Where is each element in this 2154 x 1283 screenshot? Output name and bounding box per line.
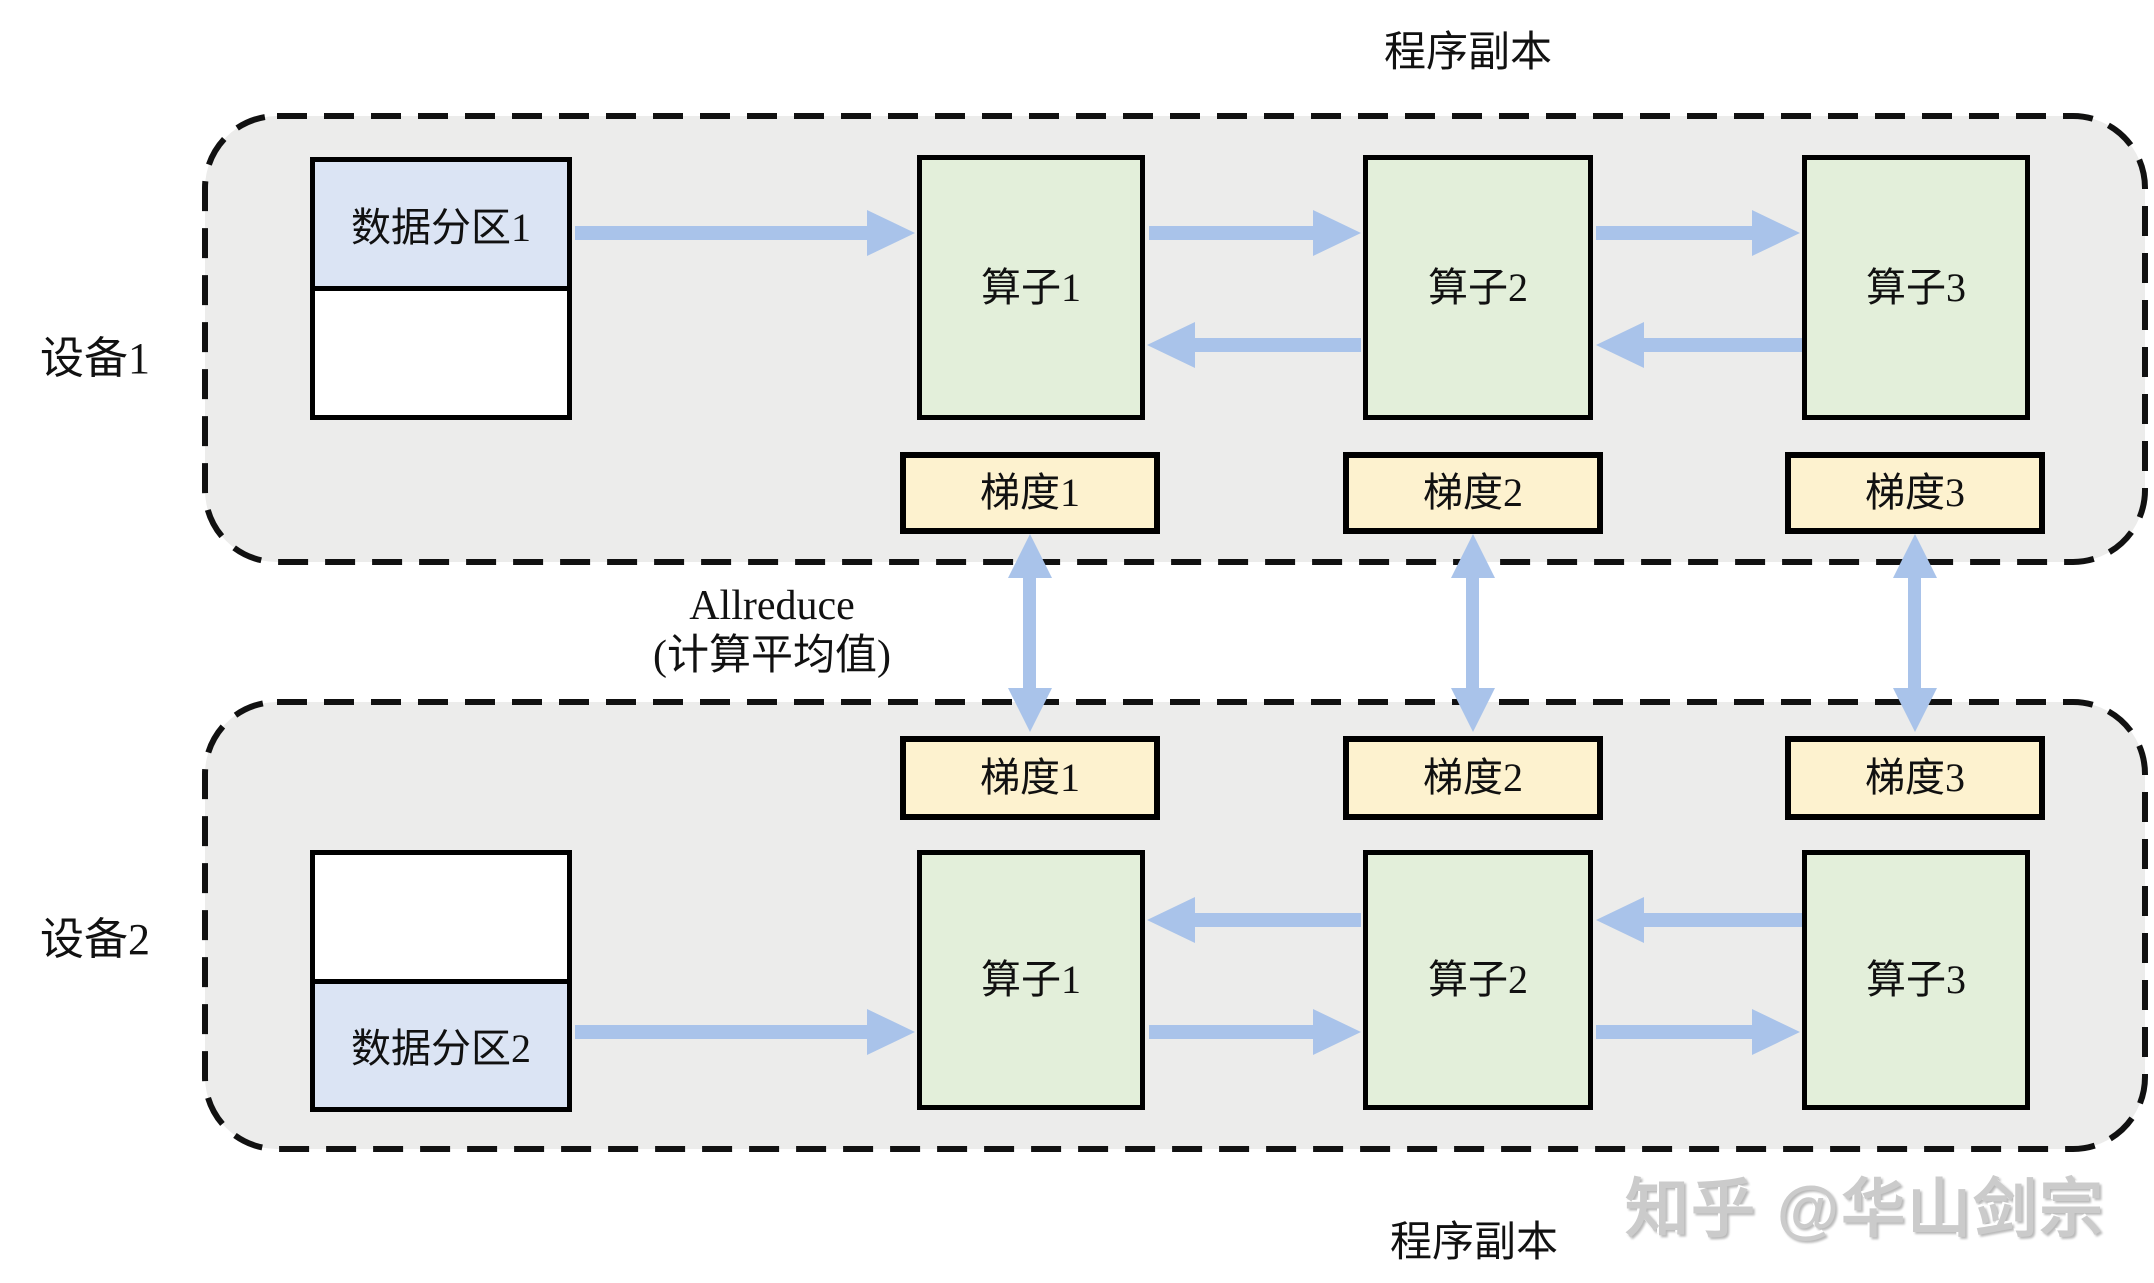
data-partition-stack-1: 数据分区1	[310, 157, 572, 420]
program-replica-top-label: 程序副本	[1383, 30, 1552, 76]
allreduce-title: Allreduce	[689, 583, 855, 629]
empty-partition-cell	[315, 291, 567, 415]
allreduce-arrow-gradient2	[1451, 534, 1495, 732]
dev1-arrow-partition-to-op1	[575, 210, 915, 256]
allreduce-arrow-gradient3	[1893, 534, 1937, 732]
dev2-arrow-op3-to-op2-back	[1596, 897, 1802, 943]
data-partition-stack-2: 数据分区2	[310, 850, 572, 1112]
dev2-arrow-partition-to-op1	[575, 1009, 915, 1055]
watermark-text: 知乎 @华山剑宗	[1625, 1173, 2106, 1245]
dev2-arrow-op1-to-op2	[1149, 1009, 1361, 1055]
allreduce-label: Allreduce (计算平均值)	[522, 582, 1022, 681]
dev2-gradient2-box: 梯度2	[1343, 736, 1603, 820]
dev1-gradient2-box: 梯度2	[1343, 452, 1603, 534]
dev1-arrow-op2-to-op1-back	[1147, 322, 1361, 368]
dev2-operator1-box: 算子1	[917, 850, 1145, 1110]
dev2-arrow-op2-to-op1-back	[1147, 897, 1361, 943]
dev1-arrow-op3-to-op2-back	[1596, 322, 1802, 368]
dev1-gradient1-box: 梯度1	[900, 452, 1160, 534]
dev2-operator3-box: 算子3	[1802, 850, 2030, 1110]
dev2-arrow-op2-to-op3	[1596, 1009, 1800, 1055]
dev1-operator3-box: 算子3	[1802, 155, 2030, 420]
dev2-gradient1-box: 梯度1	[900, 736, 1160, 820]
data-partition-1-cell: 数据分区1	[315, 162, 567, 291]
program-replica-bottom-label: 程序副本	[1389, 1220, 1558, 1266]
dev1-operator1-box: 算子1	[917, 155, 1145, 420]
dev1-operator2-box: 算子2	[1363, 155, 1593, 420]
dev2-gradient3-box: 梯度3	[1785, 736, 2045, 820]
dev2-operator2-box: 算子2	[1363, 850, 1593, 1110]
device1-label: 设备1	[40, 334, 150, 383]
dev1-gradient3-box: 梯度3	[1785, 452, 2045, 534]
data-partition-2-cell: 数据分区2	[315, 983, 567, 1107]
allreduce-subtitle: (计算平均值)	[653, 632, 891, 679]
device2-label: 设备2	[40, 915, 150, 964]
dev1-arrow-op1-to-op2	[1149, 210, 1361, 256]
dev1-arrow-op2-to-op3	[1596, 210, 1800, 256]
empty-partition-cell	[315, 855, 567, 984]
